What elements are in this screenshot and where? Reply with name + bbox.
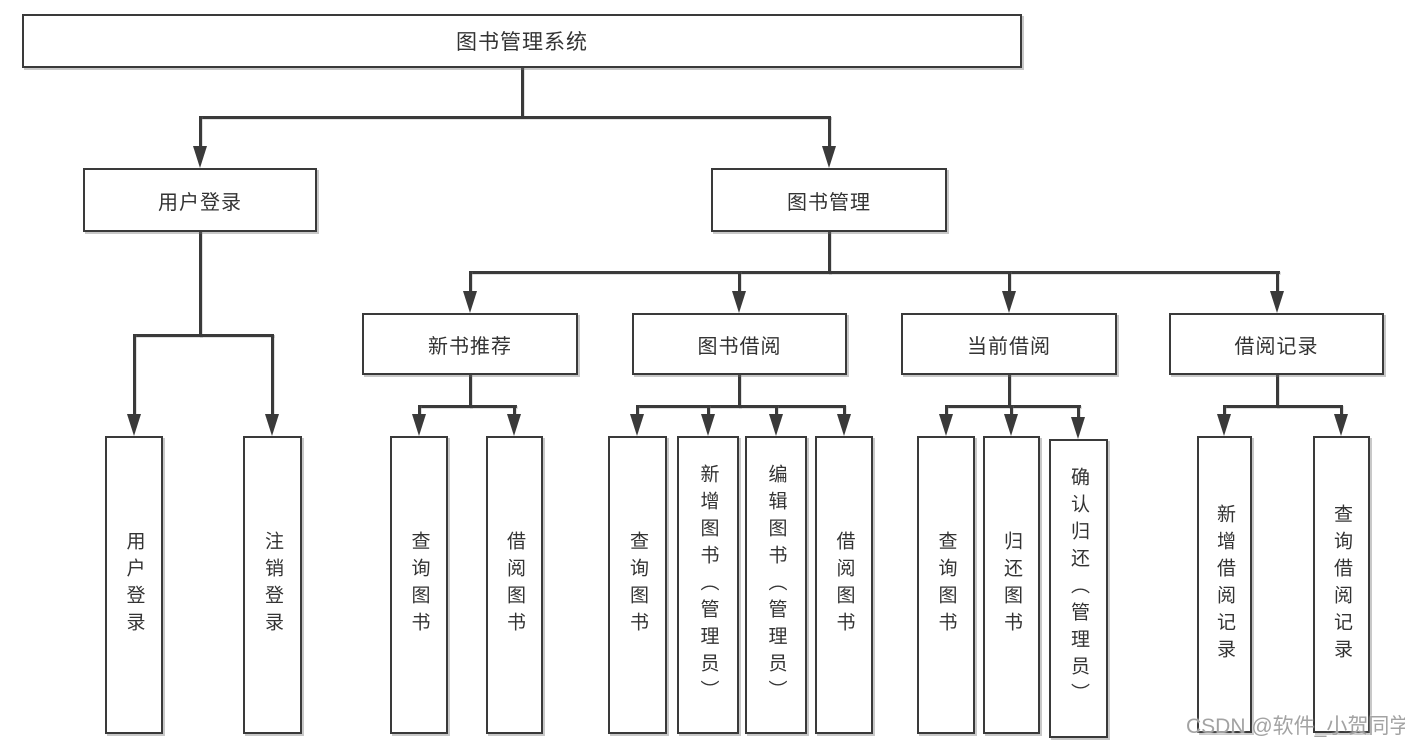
arrow-down-icon: [837, 414, 851, 436]
connector-line: [1077, 405, 1080, 419]
connector-line: [469, 373, 472, 408]
connector-line: [133, 334, 274, 337]
connector-line: [1008, 271, 1011, 293]
connector-line: [843, 405, 846, 417]
arrow-down-icon: [1071, 417, 1085, 439]
connector-line: [1276, 373, 1279, 408]
connector-line: [636, 405, 639, 417]
connector-line: [1223, 405, 1226, 417]
node-book-borrow: 图书借阅: [632, 313, 847, 375]
connector-line: [469, 271, 472, 293]
connector-line: [199, 116, 831, 119]
connector-line: [738, 271, 741, 293]
node-user-login-branch: 用户登录: [83, 168, 317, 232]
csdn-watermark: CSDN @软件_小贺同学: [1186, 715, 1405, 738]
arrow-down-icon: [732, 291, 746, 313]
node-borrow-record: 借阅记录: [1169, 313, 1384, 375]
connector-line: [775, 405, 778, 417]
arrow-down-icon: [1002, 291, 1016, 313]
arrow-down-icon: [630, 414, 644, 436]
node-current-borrow: 当前借阅: [901, 313, 1117, 375]
connector-line: [1340, 405, 1343, 417]
connector-line: [469, 271, 1280, 274]
node-book-management: 图书管理: [711, 168, 947, 232]
connector-line: [199, 116, 202, 150]
connector-line: [271, 334, 274, 416]
connector-line: [828, 116, 831, 150]
node-new-book-recommend: 新书推荐: [362, 313, 578, 375]
connector-line: [418, 405, 517, 408]
connector-line: [1010, 405, 1013, 417]
arrow-down-icon: [1004, 414, 1018, 436]
connector-line: [1276, 271, 1279, 293]
node-query-borrow-record: 查询借阅记录: [1313, 436, 1370, 733]
arrow-down-icon: [463, 291, 477, 313]
connector-line: [707, 405, 710, 417]
arrow-down-icon: [265, 414, 279, 436]
connector-line: [1008, 373, 1011, 408]
arrow-down-icon: [127, 414, 141, 436]
connector-line: [945, 405, 948, 417]
arrow-down-icon: [193, 146, 207, 168]
node-query-book-3: 查询图书: [917, 436, 975, 734]
arrow-down-icon: [1217, 414, 1231, 436]
node-edit-book-admin: 编辑图书（管理员）: [745, 436, 807, 734]
connector-line: [199, 230, 202, 337]
connector-line: [521, 66, 524, 117]
node-borrow-book-1: 借阅图书: [486, 436, 543, 734]
node-add-borrow-record: 新增借阅记录: [1197, 436, 1252, 733]
node-user-login: 用户登录: [105, 436, 163, 734]
node-query-book-2: 查询图书: [608, 436, 667, 734]
node-confirm-return-admin: 确认归还（管理员）: [1049, 439, 1108, 738]
node-borrow-book-2: 借阅图书: [815, 436, 873, 734]
arrow-down-icon: [1270, 291, 1284, 313]
connector-line: [1223, 405, 1342, 408]
arrow-down-icon: [701, 414, 715, 436]
arrow-down-icon: [412, 414, 426, 436]
connector-line: [418, 405, 421, 417]
arrow-down-icon: [1334, 414, 1348, 436]
node-query-book-1: 查询图书: [390, 436, 448, 734]
arrow-down-icon: [822, 146, 836, 168]
connector-line: [828, 230, 831, 274]
connector-line: [133, 334, 136, 416]
node-add-book-admin: 新增图书（管理员）: [677, 436, 739, 734]
arrow-down-icon: [939, 414, 953, 436]
connector-line: [945, 405, 1081, 408]
connector-line: [738, 373, 741, 408]
node-return-book: 归还图书: [983, 436, 1040, 734]
connector-line: [636, 405, 845, 408]
connector-line: [513, 405, 516, 417]
arrow-down-icon: [769, 414, 783, 436]
node-logout: 注销登录: [243, 436, 302, 734]
node-book-management-system: 图书管理系统: [22, 14, 1022, 68]
arrow-down-icon: [507, 414, 521, 436]
